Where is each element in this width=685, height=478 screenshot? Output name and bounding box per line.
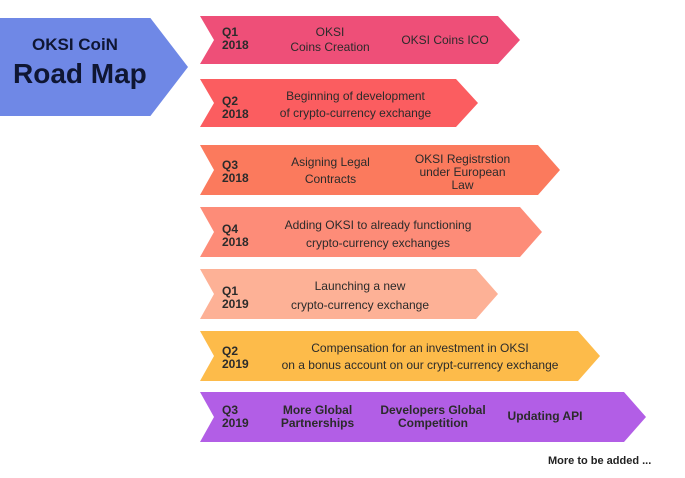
year-label: 2018 — [222, 235, 249, 249]
milestone-quarter: Q2 2019 — [222, 345, 249, 371]
milestone-q2-2018: Q2 2018 Beginning of development of cryp… — [200, 79, 478, 127]
milestone-q2-2019: Q2 2019 Compensation for an investment i… — [200, 331, 600, 381]
milestone-q3-2018: Q3 2018 Asigning Legal Contracts OKSI Re… — [200, 145, 560, 195]
milestone-item: OKSI Coins Creation — [290, 25, 370, 54]
milestone-q1-2019: Q1 2019 Launching a new crypto-currency … — [200, 269, 498, 319]
milestone-item: Compensation for an investment in OKSI o… — [281, 341, 559, 372]
milestone-quarter: Q3 2019 — [222, 404, 249, 430]
milestone-quarter: Q1 2018 — [222, 26, 249, 52]
milestone-q3-2019: Q3 2019 More Global Partnerships Develop… — [200, 392, 646, 442]
band-notch — [200, 16, 214, 64]
band-notch — [200, 79, 214, 127]
milestone-item: Beginning of development of crypto-curre… — [279, 89, 432, 120]
quarter-label: Q3 — [222, 403, 239, 417]
quarter-label: Q1 — [222, 284, 239, 298]
band-notch — [200, 392, 214, 442]
quarter-label: Q2 — [222, 94, 239, 108]
milestone-item: Adding OKSI to already functioning crypt… — [284, 218, 472, 250]
milestone-item: Asigning Legal Contracts — [291, 155, 370, 186]
milestone-item: Developers Global Competition — [380, 403, 486, 430]
milestone-q4-2018: Q4 2018 Adding OKSI to already functioni… — [200, 207, 542, 257]
band-notch — [200, 269, 214, 319]
milestone-item: OKSI Coins ICO — [401, 33, 489, 47]
more-to-be-added: More to be added ... — [548, 455, 652, 467]
quarter-label: Q1 — [222, 25, 239, 39]
title-line2: Road Map — [13, 58, 147, 89]
quarter-label: Q2 — [222, 344, 239, 358]
milestone-item: Launching a new crypto-currency exchange — [290, 279, 430, 312]
milestone-quarter: Q2 2018 — [222, 95, 249, 121]
quarter-label: Q3 — [222, 158, 239, 172]
milestone-quarter: Q1 2019 — [222, 285, 249, 311]
title-arrow — [0, 18, 188, 116]
year-label: 2019 — [222, 357, 249, 371]
milestone-item: More Global Partnerships — [280, 403, 355, 430]
year-label: 2018 — [222, 171, 249, 185]
year-label: 2018 — [222, 38, 249, 52]
year-label: 2019 — [222, 297, 249, 311]
milestone-q1-2018: Q1 2018 OKSI Coins Creation OKSI Coins I… — [200, 16, 520, 64]
quarter-label: Q4 — [222, 222, 239, 236]
year-label: 2018 — [222, 107, 249, 121]
milestone-quarter: Q4 2018 — [222, 223, 249, 249]
title-line1: OKSI CoiN — [32, 35, 118, 54]
year-label: 2019 — [222, 416, 249, 430]
band-notch — [200, 145, 214, 195]
band-notch — [200, 331, 214, 381]
band-notch — [200, 207, 214, 257]
milestone-item: OKSI Registrstion under European Law — [414, 152, 511, 192]
milestone-quarter: Q3 2018 — [222, 159, 249, 185]
milestone-item: Updating API — [507, 409, 583, 423]
